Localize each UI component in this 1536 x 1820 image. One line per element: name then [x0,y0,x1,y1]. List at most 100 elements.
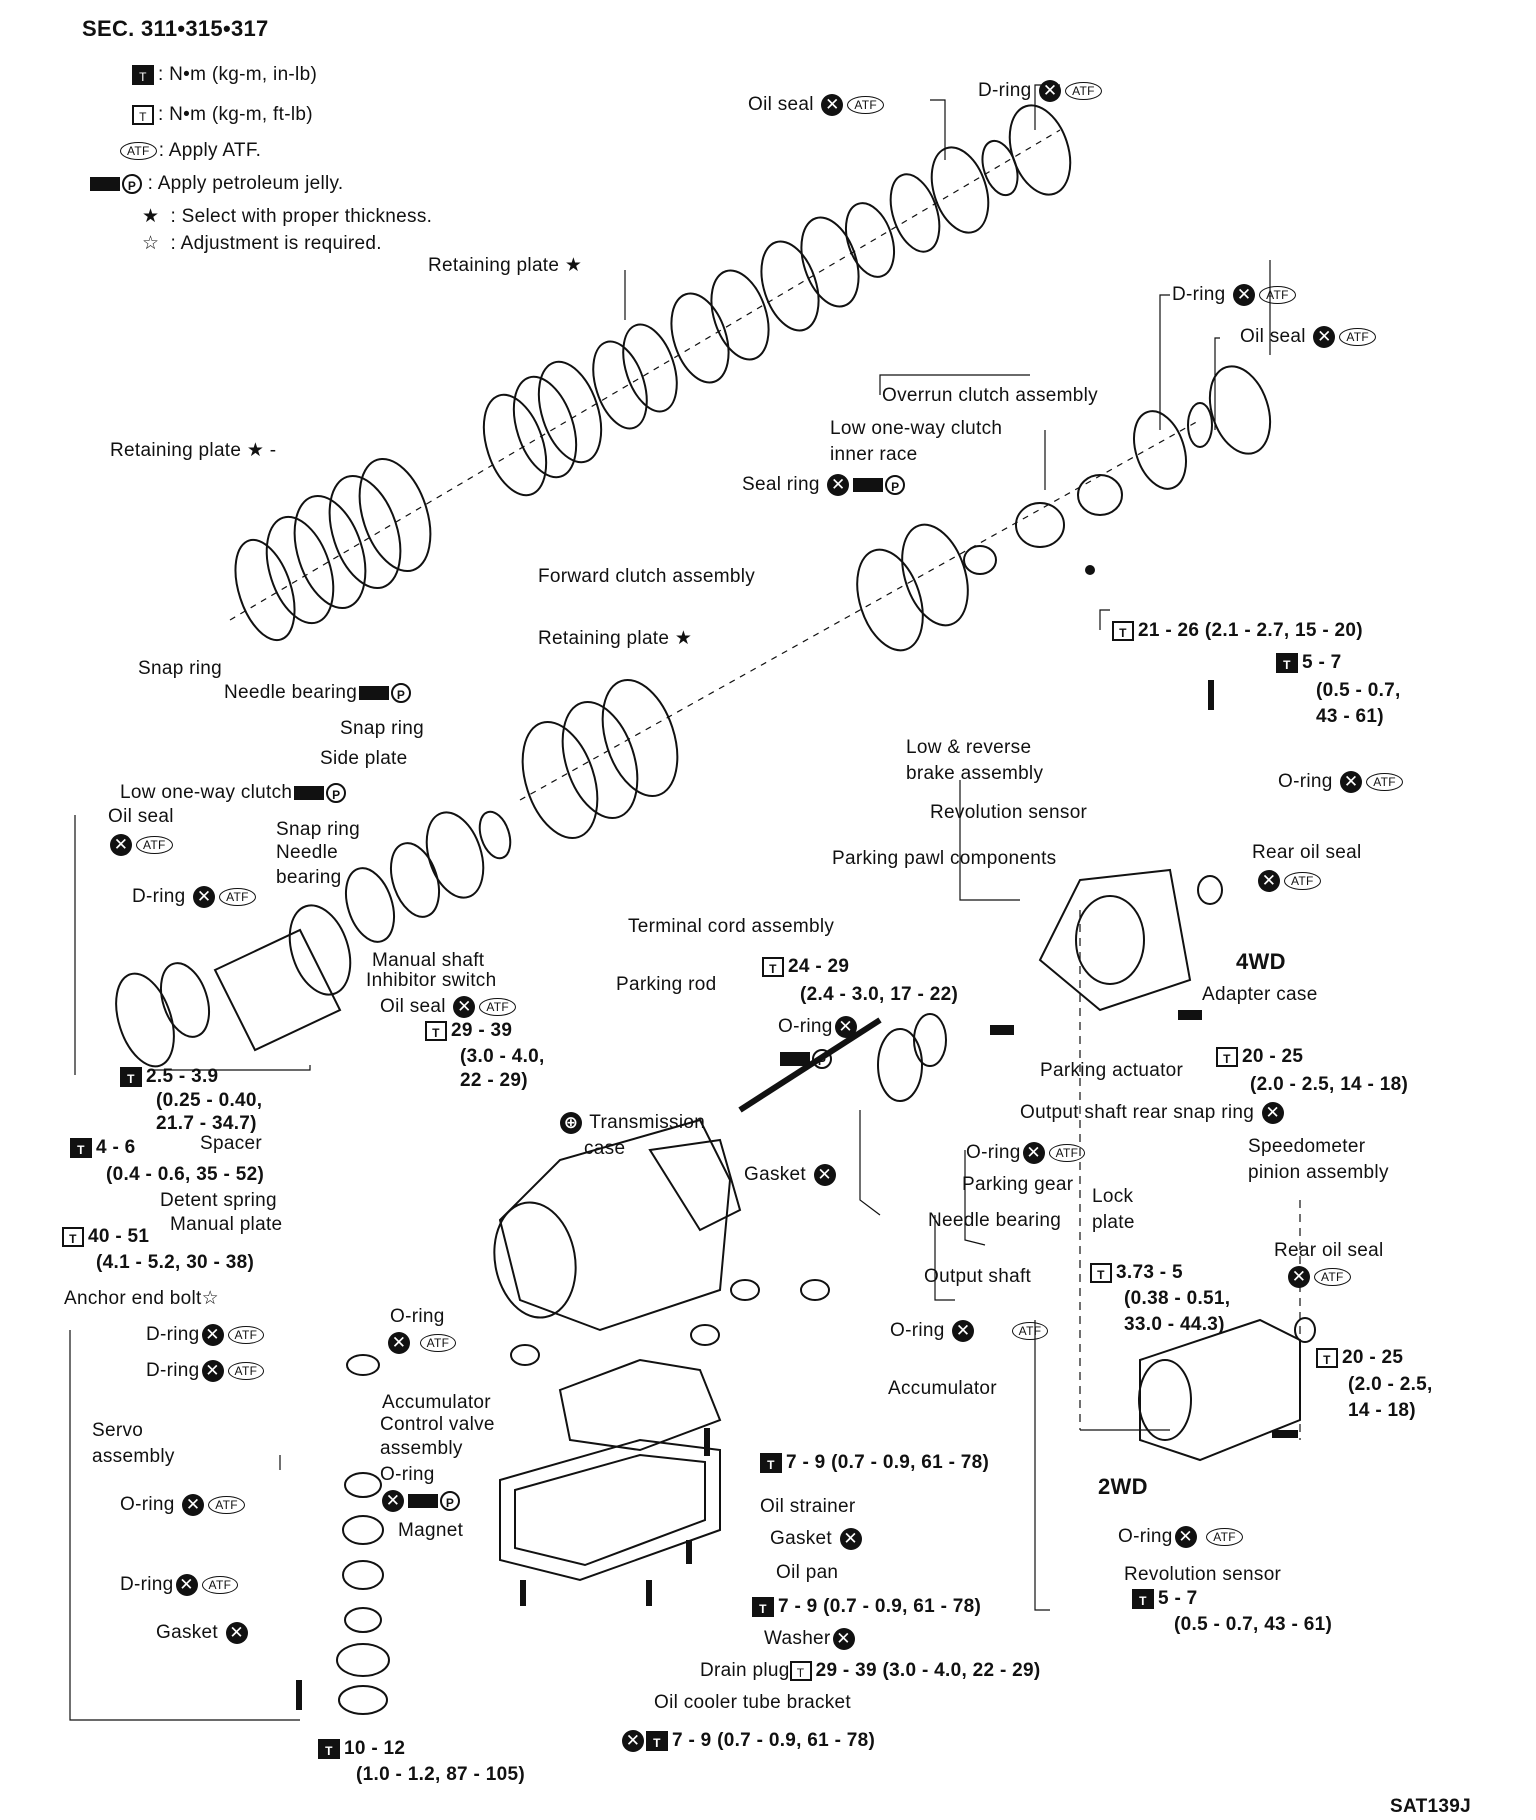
o-ring-symbols: ✕P [380,1490,460,1512]
oil-strainer-label: Oil strainer [760,1496,856,1517]
replace-icon: ✕ [182,1494,205,1516]
torque-spec-line: 21.7 - 34.7) [156,1113,257,1134]
section-title: SEC. 311•315•317 [82,16,269,41]
replace-icon: ✕ [1022,1142,1045,1164]
torque-wrench-outline-icon: T [762,956,784,977]
torque-wrench-outline-icon: T [62,1226,84,1247]
replace-icon: ✕ [1174,1526,1197,1548]
revolution-sensor-label: Revolution sensor [1124,1564,1282,1585]
outline-star-icon: ☆ [142,233,160,254]
atf-icon: ATF [479,998,517,1016]
oil-seal-left-symbols: ✕ATF [108,834,175,856]
torque-wrench-icon: T [132,64,154,85]
replace-icon: ✕ [193,886,216,908]
petroleum-jelly-icon [359,685,390,700]
lock-plate-label-2: plate [1092,1212,1135,1233]
snap-ring-label: Snap ring [340,718,425,739]
petroleum-jelly-icon [90,176,120,191]
petroleum-jelly-icon [780,1051,810,1066]
oil-seal-left-label: Oil seal [108,806,174,827]
o-ring-label: O-ring✕ ATF [1118,1526,1245,1548]
overrun-clutch-label: Overrun clutch assembly [882,385,1098,406]
legend-row-3: ATF: Apply ATF. [118,140,261,162]
atf-icon: ATF [1065,82,1102,100]
torque-wrench-icon: T [120,1066,142,1087]
petroleum-icon: P [440,1491,460,1511]
oil-seal-right-label: Oil seal ✕ATF [1240,326,1378,348]
low-reverse-brake-label: Low & reverse [906,737,1032,758]
d-ring-servo-label: D-ring✕ATF [146,1360,266,1382]
replace-icon: ✕ [1233,284,1256,306]
control-valve-label: Control valve [380,1414,495,1435]
brake-assembly-label: brake assembly [906,763,1044,784]
replace-icon: ✕ [175,1574,198,1596]
o-ring-label: O-ring ✕ATF [1278,771,1405,793]
inner-race-label: inner race [830,444,918,465]
replace-icon: ✕ [1313,326,1336,348]
legend-row-4: P : Apply petroleum jelly. [88,173,343,195]
torque-spec-line: (1.0 - 1.2, 87 - 105) [356,1764,525,1785]
snap-ring-label: Snap ring [276,819,361,840]
adapter-case-label: Adapter case [1202,984,1318,1005]
replace-icon: ✕ [622,1730,644,1752]
petroleum-icon: P [885,475,906,495]
torque-spec-line: (3.0 - 4.0, [460,1046,545,1067]
figure-id: SAT139J [1390,1796,1471,1817]
atf-icon: ATF [1366,773,1403,791]
parking-gear-label: Parking gear [962,1174,1074,1195]
revolution-sensor-label: Revolution sensor [930,802,1088,823]
replace-icon: ✕ [821,94,844,116]
speedometer-label: Speedometer [1248,1136,1366,1157]
torque-wrench-icon: T [318,1738,340,1759]
seal-ring-label: Seal ring ✕P [742,474,906,496]
torque-spec-line: 43 - 61) [1316,706,1384,727]
replace-icon: ✕ [839,1528,862,1550]
transmission-case-label: ⊕ Transmission [558,1112,705,1134]
o-ring-label: O-ring✕ [778,1016,859,1038]
legend-row-5: ★ : Select with proper thickness. [142,206,433,227]
needle-bearing-label-2: bearing [276,867,342,888]
torque-wrench-outline-icon: T [1112,620,1134,641]
needle-bearing-label: Needle [276,842,339,863]
torque-wrench-icon: T [1132,1588,1154,1609]
low-one-way-clutch-inner-race-label: Low one-way clutch [830,418,1003,439]
atf-icon: ATF [1011,1322,1049,1340]
petroleum-jelly-icon [294,785,325,800]
torque-wrench-outline-icon: T [132,104,154,125]
legend-row-1: T: N•m (kg-m, in-lb) [132,64,317,86]
legend-row-6: ☆ : Adjustment is required. [142,233,382,254]
torque-wrench-outline-icon: T [1216,1046,1238,1067]
o-ring-symbols: ✕ ATF [386,1332,458,1354]
atf-icon: ATF [1048,1144,1086,1162]
torque-spec-line: (0.5 - 0.7, 43 - 61) [1174,1614,1333,1635]
oil-cooler-tube-bracket-label: Oil cooler tube bracket [654,1692,851,1713]
output-shaft-rear-snap-ring-label: Output shaft rear snap ring ✕ [1020,1102,1286,1124]
o-ring-symbols: P [778,1048,832,1070]
petroleum-icon: P [391,682,412,703]
accumulator-label: Accumulator [888,1378,997,1399]
retaining-plate-label: Retaining plate ★ - [110,440,277,461]
petroleum-icon: P [326,782,347,803]
torque-spec-line: (2.0 - 2.5, 14 - 18) [1250,1074,1409,1095]
replace-icon: ✕ [110,834,132,856]
rear-oil-seal-symbols: ✕ATF [1286,1266,1353,1288]
atf-icon: ATF [1206,1528,1243,1546]
replace-icon: ✕ [832,1628,855,1650]
o-ring-label: O-ring [390,1306,445,1327]
replace-icon: ✕ [827,474,850,496]
replace-icon: ✕ [952,1320,975,1342]
d-ring-servo-label: D-ring✕ATF [120,1574,240,1596]
replace-icon: ✕ [1039,80,1062,102]
gasket-servo-label: Gasket ✕ [156,1622,250,1644]
lock-plate-label: Lock [1092,1186,1134,1207]
torque-spec-line: (0.38 - 0.51, [1124,1288,1231,1309]
torque-spec-line: 14 - 18) [1348,1400,1416,1421]
